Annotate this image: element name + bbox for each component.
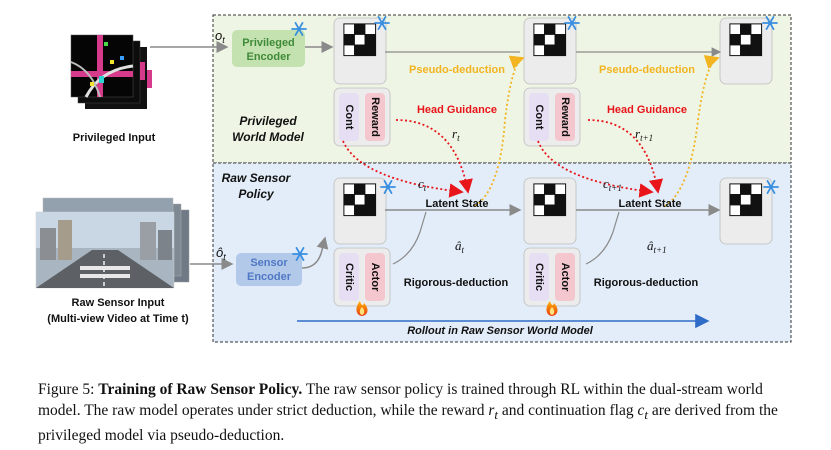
fire-icon	[356, 301, 368, 316]
caption-title: Training of Raw Sensor Policy.	[98, 381, 303, 398]
sensor-obs-symbol: ôt	[216, 245, 226, 262]
heads-privileged-1-reward-label: Reward	[369, 97, 381, 137]
heads-sensor-1-actor-label: Actor	[369, 263, 381, 292]
reward-symbol-t: rt	[452, 126, 460, 143]
privileged-panel-title: Privileged	[239, 114, 297, 128]
rssm-sensor-2	[523, 177, 577, 245]
figure-caption: Figure 5: Training of Raw Sensor Policy.…	[38, 379, 808, 446]
privileged-encoder-label-2: Encoder	[246, 51, 291, 63]
heads-privileged-2: Cont Reward	[523, 87, 581, 147]
privileged-obs-symbol: ot	[215, 28, 225, 45]
snowflake-icon	[564, 16, 580, 30]
heads-sensor-1: Critic Actor	[333, 247, 391, 307]
heads-privileged-1-cont-label: Cont	[343, 104, 355, 129]
heads-sensor-1-critic-label: Critic	[343, 263, 355, 291]
raw-sensor-input-label: Raw Sensor Input	[72, 297, 165, 309]
rssm-privileged-1	[333, 17, 387, 85]
rigorous-deduction-label-1: Rigorous-deduction	[404, 277, 509, 289]
caption-reward-symbol: r	[488, 402, 495, 419]
rssm-privileged-2	[523, 17, 577, 85]
sensor-panel	[212, 162, 792, 343]
raw-sensor-input-image	[35, 197, 190, 289]
rssm-privileged-3	[719, 17, 773, 85]
dual-stream-diagram: Privileged Input Raw Sensor Input (Multi…	[35, 14, 792, 343]
caption-cont-sub: t	[644, 407, 648, 423]
snowflake-icon	[374, 16, 390, 30]
snowflake-icon	[763, 180, 779, 194]
privileged-encoder-box	[232, 30, 305, 67]
sensor-panel-title: Raw Sensor	[222, 171, 292, 185]
heads-sensor-2: Critic Actor	[523, 247, 581, 307]
cont-symbol-t: ct	[418, 176, 427, 193]
privileged-panel	[212, 14, 792, 164]
action-symbol-t: ât	[455, 238, 465, 255]
rigorous-deduction-label-2: Rigorous-deduction	[594, 277, 699, 289]
privileged-input-image	[70, 34, 152, 109]
rssm-sensor-3	[719, 177, 773, 245]
heads-sensor-2-critic-label: Critic	[533, 263, 545, 291]
pseudo-deduction-label-1: Pseudo-deduction	[409, 64, 505, 76]
heads-privileged-1: Cont Reward	[333, 87, 391, 147]
rssm-sensor-1	[333, 177, 387, 245]
heads-privileged-2-cont-label: Cont	[533, 104, 545, 129]
sensor-encoder-box	[236, 253, 302, 286]
head-guidance-label-1: Head Guidance	[417, 104, 497, 116]
action-symbol-t1: ât+1	[647, 238, 667, 255]
snowflake-icon	[380, 180, 396, 194]
raw-sensor-input-sublabel: (Multi-view Video at Time t)	[47, 313, 189, 325]
caption-prefix: Figure 5:	[38, 381, 99, 398]
sensor-encoder-label: Sensor	[250, 257, 288, 269]
snowflake-icon	[762, 16, 778, 30]
privileged-encoder-label: Privileged	[242, 37, 295, 49]
latent-state-label-1: Latent State	[426, 198, 489, 210]
caption-cont-symbol: c	[637, 402, 645, 419]
rollout-label: Rollout in Raw Sensor World Model	[407, 325, 594, 337]
pseudo-deduction-label-2: Pseudo-deduction	[599, 64, 695, 76]
caption-text-2: and continuation flag	[498, 402, 638, 419]
head-guidance-label-2: Head Guidance	[607, 104, 687, 116]
sensor-panel-title-2: Policy	[238, 187, 275, 201]
reward-symbol-t1: rt+1	[635, 126, 653, 143]
sensor-encoder-label-2: Encoder	[247, 271, 292, 283]
caption-text-3: are derived from the privileged model vi…	[38, 402, 778, 445]
heads-privileged-2-reward-label: Reward	[559, 97, 571, 137]
privileged-input-label: Privileged Input	[73, 132, 156, 144]
latent-state-label-2: Latent State	[619, 198, 682, 210]
snowflake-icon	[292, 247, 308, 261]
heads-sensor-2-actor-label: Actor	[559, 263, 571, 292]
fire-icon	[546, 301, 558, 316]
cont-symbol-t1: ct+1	[603, 176, 622, 193]
caption-text-1: The raw sensor policy is trained through…	[38, 381, 763, 419]
snowflake-icon	[291, 22, 307, 36]
privileged-panel-title-2: World Model	[232, 130, 304, 144]
caption-reward-sub: t	[494, 407, 498, 423]
